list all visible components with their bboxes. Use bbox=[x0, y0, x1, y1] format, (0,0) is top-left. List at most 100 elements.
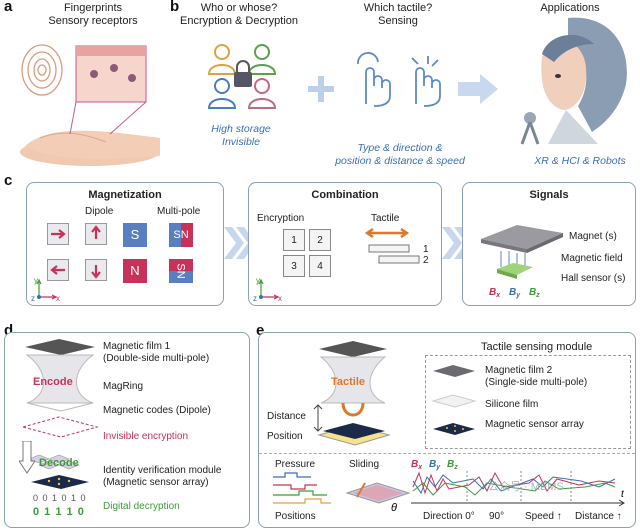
time-axis-label: t bbox=[621, 489, 625, 500]
svg-text:Bx: Bx bbox=[411, 459, 423, 471]
ident-line2: (Magnetic sensor array) bbox=[103, 477, 209, 488]
deg90-label: 90° bbox=[489, 511, 505, 522]
sn-block-label: SN bbox=[173, 229, 189, 241]
dipole-arrows bbox=[50, 225, 101, 279]
ns-block-label: SN bbox=[175, 263, 187, 279]
speed-label: Speed ↑ bbox=[525, 511, 562, 522]
tactile-layer-2: 2 bbox=[423, 255, 429, 266]
positions-label: Positions bbox=[275, 511, 316, 522]
dipole-label: Dipole bbox=[85, 206, 114, 217]
sensor-array-chip bbox=[31, 475, 89, 489]
distance-label: Distance bbox=[267, 411, 306, 422]
decode-arrow-icon bbox=[19, 441, 35, 474]
axis-icon-comb: y x z bbox=[253, 276, 282, 303]
svg-text:By: By bbox=[429, 459, 441, 471]
bottom-divider bbox=[259, 453, 635, 454]
n-block-label: N bbox=[130, 263, 140, 278]
hall-label: Hall sensor (s) bbox=[561, 273, 626, 284]
trace-by-sub: y bbox=[435, 464, 441, 471]
panel-e-letter: e bbox=[256, 322, 265, 339]
s-block-label: S bbox=[130, 227, 140, 242]
panel-d-box: Encode Decode 0 0 1 0 1 0 0 1 1 1 0 Magn… bbox=[4, 332, 250, 528]
cap1-line1: High storage bbox=[211, 123, 271, 135]
people-lock-icon bbox=[207, 44, 277, 109]
distance-up-label: Distance ↑ bbox=[575, 511, 622, 522]
s-block: S bbox=[123, 223, 147, 247]
cap1-line2: Invisible bbox=[222, 136, 260, 148]
sn-block: SN bbox=[169, 223, 193, 247]
axis-x-label: x bbox=[278, 294, 282, 303]
axis-z-label: z bbox=[31, 294, 35, 303]
panel-b-caption2: Type & direction & position & distance &… bbox=[320, 142, 480, 168]
bits-row-2: 0 1 1 1 0 bbox=[33, 506, 85, 518]
svg-text:By: By bbox=[509, 287, 521, 299]
axis-y-label: y bbox=[256, 276, 260, 285]
pressure-label: Pressure bbox=[275, 459, 316, 470]
magnetization-box: Magnetization Dipole Multi-pole S N SN S… bbox=[26, 182, 224, 306]
module-title: Tactile sensing module bbox=[481, 341, 593, 353]
theta-label: θ bbox=[391, 502, 397, 513]
robot-girl-illustration bbox=[520, 17, 627, 145]
axis-icon-mag: y x z bbox=[31, 276, 60, 303]
silicone-text: Silicone film bbox=[485, 399, 539, 410]
svg-text:Bx: Bx bbox=[489, 287, 501, 299]
multipole-label: Multi-pole bbox=[157, 206, 201, 217]
layer-stack-diagram bbox=[431, 365, 477, 435]
svg-text:Bz: Bz bbox=[447, 459, 458, 471]
ident-line1: Identity verification module bbox=[103, 465, 222, 476]
panel-b-letter: b bbox=[170, 0, 180, 15]
array-text: Magnetic sensor array bbox=[485, 419, 584, 430]
digital-text: Digital decryption bbox=[103, 501, 180, 512]
enc-cell-4: 4 bbox=[309, 255, 331, 277]
svg-text:Bz: Bz bbox=[529, 287, 540, 299]
panel-a-title-line2: Sensory receptors bbox=[48, 15, 138, 27]
trace-bz-sub: z bbox=[453, 464, 458, 471]
film2-line1: Magnetic film 2 bbox=[485, 365, 553, 376]
invisible-text: Invisible encryption bbox=[103, 431, 189, 442]
pressure-waveforms bbox=[273, 472, 331, 504]
codes-text: Magnetic codes (Dipole) bbox=[103, 405, 211, 416]
magnet-label: Magnet (s) bbox=[569, 231, 617, 242]
enc-cell-3: 3 bbox=[283, 255, 305, 277]
panel-b-caption1: High storage Invisible bbox=[186, 123, 296, 149]
sliding-diagram: θ bbox=[345, 482, 411, 513]
position-label: Position bbox=[267, 431, 303, 442]
bz-label: B bbox=[529, 287, 536, 298]
panel-b-col3-header: Applications bbox=[540, 2, 600, 14]
encode-label: Encode bbox=[33, 376, 73, 388]
bx-sub: x bbox=[495, 292, 501, 299]
enc-cell-2: 2 bbox=[309, 229, 331, 251]
n-block: N bbox=[123, 259, 147, 283]
encryption-label: Encryption bbox=[257, 213, 305, 224]
cap2-line2: position & distance & speed bbox=[335, 155, 465, 167]
watermark: 公众号 · MEMS bbox=[488, 481, 564, 493]
direction-label: Direction 0° bbox=[423, 511, 475, 522]
panel-a-letter: a bbox=[4, 0, 13, 15]
film1-line1: Magnetic film 1 bbox=[103, 341, 171, 352]
magring-text: MagRing bbox=[103, 381, 144, 392]
tactile-layer-1: 1 bbox=[423, 244, 429, 255]
col2-line2: Sensing bbox=[378, 15, 418, 27]
ident-text: Identity verification module (Magnetic s… bbox=[103, 465, 221, 489]
by-label: B bbox=[509, 287, 516, 298]
magnet-sensor-diagram: Bx By Bz bbox=[481, 225, 563, 299]
signals-box: Signals Bx By Bz Magnet (s) Magnetic fie… bbox=[462, 182, 636, 306]
field-label: Magnetic field bbox=[561, 253, 623, 264]
signals-title: Signals bbox=[529, 189, 569, 201]
axis-y-label: y bbox=[34, 276, 38, 285]
cap2-line1: Type & direction & bbox=[357, 142, 443, 154]
trace-bx: B bbox=[411, 459, 418, 470]
bz-sub: z bbox=[535, 292, 540, 299]
invisible-code-pattern bbox=[28, 454, 80, 470]
panel-a-title: Fingerprints Sensory receptors bbox=[28, 2, 158, 28]
panel-b-col1-header: Who or whose? Encryption & Decryption bbox=[174, 2, 304, 28]
col1-line1: Who or whose? bbox=[200, 2, 278, 14]
panel-c-letter: c bbox=[4, 172, 13, 189]
trace-bz: B bbox=[447, 459, 454, 470]
panel-d-letter: d bbox=[4, 322, 14, 339]
axis-z-label: z bbox=[253, 294, 257, 303]
combination-box: Combination Encryption Tactile 1 2 3 4 1… bbox=[248, 182, 442, 306]
film2-text: Magnetic film 2 (Single-side multi-pole) bbox=[485, 365, 587, 389]
axis-x-label: x bbox=[56, 294, 60, 303]
panel-e-box: Tactile Distance Position Tactile sensin… bbox=[258, 332, 636, 528]
